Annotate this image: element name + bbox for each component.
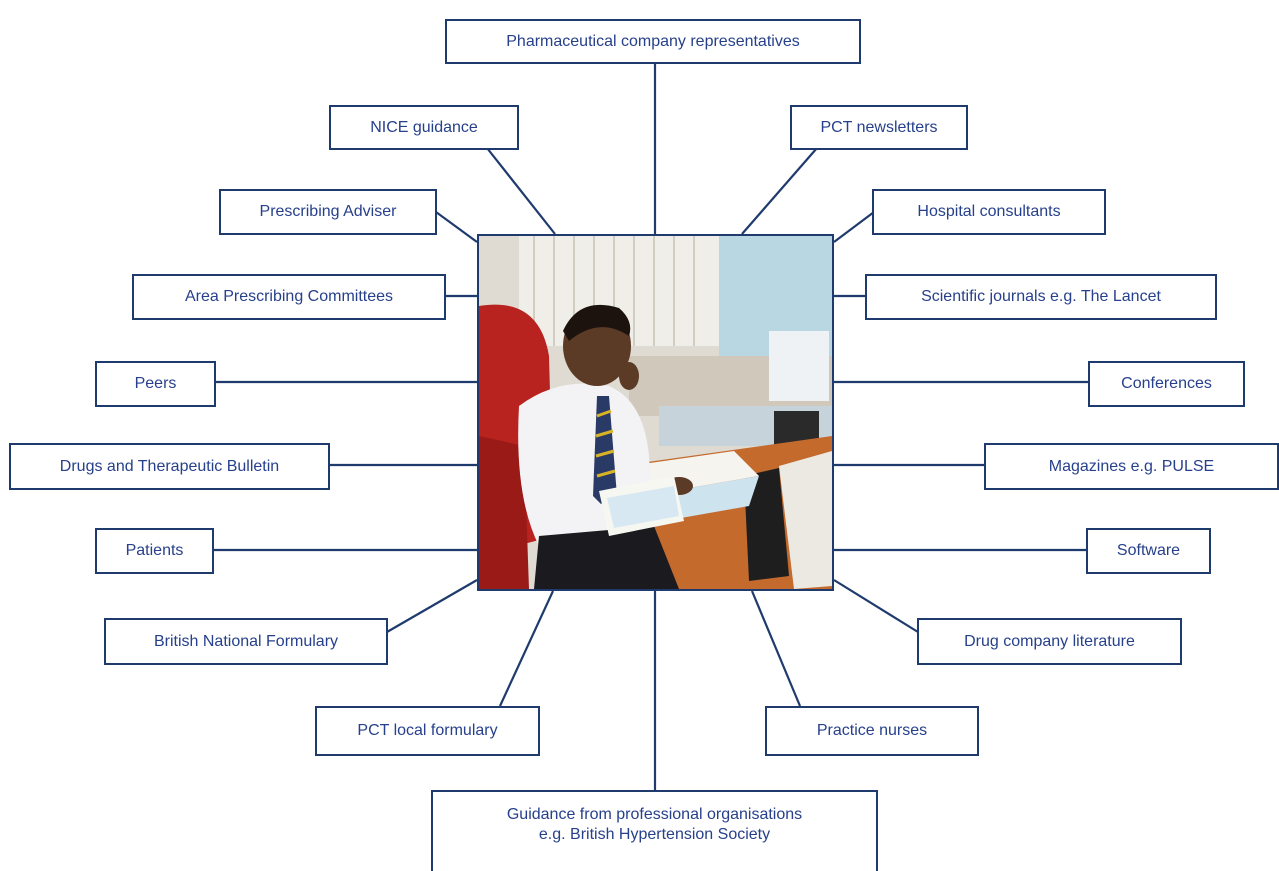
source-software: Software [1086, 528, 1211, 574]
source-prescribing-adviser: Prescribing Adviser [219, 189, 437, 235]
source-pct-local-formulary: PCT local formulary [315, 706, 540, 756]
connector-pct-newsletters [741, 147, 818, 235]
source-pharma-reps: Pharmaceutical company representatives [445, 19, 861, 64]
connector-hospital-consultants [833, 211, 875, 243]
connector-pct-formulary [499, 590, 554, 707]
source-nice-guidance: NICE guidance [329, 105, 519, 150]
source-professional-guidance: Guidance from professional organisations… [431, 790, 878, 871]
source-drugs-therapeutic-bulletin: Drugs and Therapeutic Bulletin [9, 443, 330, 490]
connector-drug-literature [833, 579, 919, 633]
source-area-prescribing-committees: Area Prescribing Committees [132, 274, 446, 320]
source-peers: Peers [95, 361, 216, 407]
source-british-national-formulary: British National Formulary [104, 618, 388, 665]
guidance-line-1: Guidance from professional organisations [506, 806, 803, 823]
doctor-photo [477, 234, 834, 591]
guidance-line-2: e.g. British Hypertension Society [538, 826, 771, 843]
connector-bnf [386, 579, 478, 633]
connector-practice-nurses [750, 590, 802, 707]
doctor-photo-illustration [479, 236, 832, 589]
source-practice-nurses: Practice nurses [765, 706, 979, 756]
source-patients: Patients [95, 528, 214, 574]
connector-prescribing-adviser [435, 211, 478, 243]
source-magazines: Magazines e.g. PULSE [984, 443, 1279, 490]
source-scientific-journals: Scientific journals e.g. The Lancet [865, 274, 1217, 320]
source-conferences: Conferences [1088, 361, 1245, 407]
source-pct-newsletters: PCT newsletters [790, 105, 968, 150]
source-drug-company-literature: Drug company literature [917, 618, 1182, 665]
connector-nice [486, 147, 556, 235]
source-hospital-consultants: Hospital consultants [872, 189, 1106, 235]
